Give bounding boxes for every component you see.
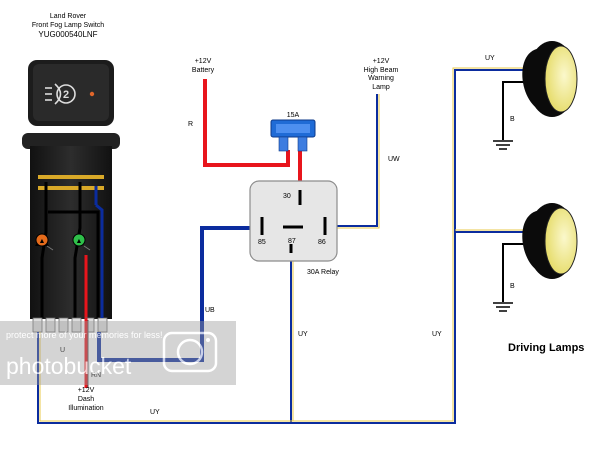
wire-relay85-ub	[97, 226, 254, 362]
dash-line1: Dash	[78, 396, 94, 403]
relay-pin-30: 30	[283, 193, 291, 200]
relay-label: 30A Relay	[307, 269, 339, 276]
highbeam-line1: High Beam	[364, 67, 399, 74]
battery-voltage: +12V	[195, 58, 212, 65]
wire-lamp-feed-uy	[37, 69, 528, 424]
wire-label-r: R	[188, 121, 193, 128]
driving-lamp-upper	[522, 41, 578, 117]
photobucket-watermark: protect more of your memories for less! …	[0, 321, 236, 385]
switch-led-icon	[89, 91, 95, 97]
wire-label-b-upper: B	[510, 116, 515, 123]
wire-label-uy-mid1: UY	[298, 331, 308, 338]
wire-label-rn: RN	[91, 372, 101, 379]
wire-label-u: U	[60, 347, 65, 354]
ground-upper-icon	[493, 140, 513, 150]
wire-label-uw: UW	[388, 156, 400, 163]
camera-icon	[162, 331, 218, 373]
watermark-brand: photobucket	[6, 353, 132, 379]
fog-lamp-symbol-icon: 2	[45, 83, 76, 105]
indicator-green-icon	[72, 233, 86, 247]
switch-button-symbol: 2	[63, 89, 69, 101]
watermark-tagline: protect more of your memories for less!	[6, 330, 163, 340]
dash-line2: Illumination	[68, 405, 104, 412]
highbeam-line2: Warning	[368, 75, 394, 82]
wire-label-b-lower: B	[510, 283, 515, 290]
ground-lower-icon	[493, 302, 513, 312]
fog-switch: Land Rover Front Fog Lamp Switch YUG0005…	[22, 13, 120, 333]
relay-30a: 30 85 87 86	[249, 180, 338, 262]
wire-highbeam-uw	[336, 94, 378, 227]
svg-text:▲: ▲	[39, 238, 46, 245]
switch-title-line1: Land Rover	[50, 13, 87, 20]
switch-part-number: YUG000540LNF	[38, 30, 97, 39]
wire-label-uy-bottom: UY	[150, 409, 160, 416]
wire-label-uy-mid2: UY	[432, 331, 442, 338]
highbeam-line3: Lamp	[372, 84, 390, 91]
wire-label-uy-top: UY	[485, 55, 495, 62]
dash-voltage: +12V	[78, 387, 95, 394]
fuse-15a	[270, 119, 316, 152]
switch-title-line2: Front Fog Lamp Switch	[32, 22, 104, 29]
svg-text:▲: ▲	[76, 238, 83, 245]
driving-lamps-label: Driving Lamps	[508, 342, 584, 354]
relay-pin-87: 87	[288, 238, 296, 245]
relay-pin-86: 86	[318, 239, 326, 246]
relay-pin-85: 85	[258, 239, 266, 246]
wire-battery-red	[203, 79, 290, 167]
battery-label: Battery	[192, 67, 215, 74]
driving-lamp-lower	[522, 203, 578, 279]
highbeam-voltage: +12V	[373, 58, 390, 65]
fuse-rating: 15A	[287, 112, 300, 119]
wire-label-ub: UB	[205, 307, 215, 314]
